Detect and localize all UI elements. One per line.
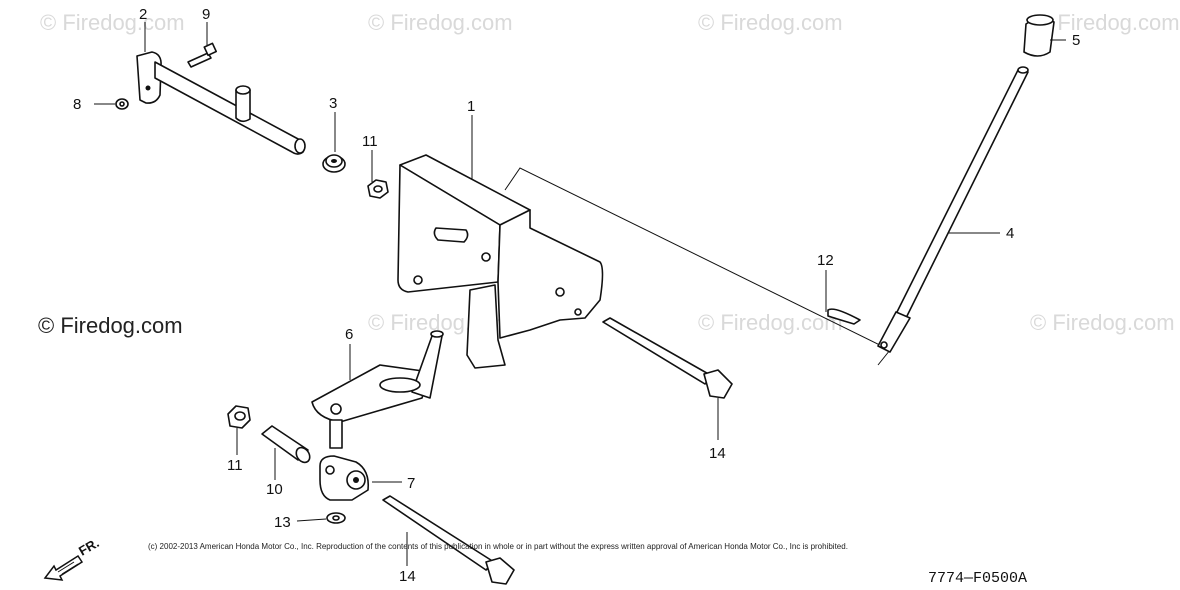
part-13-washer xyxy=(326,512,346,524)
watermark: © Firedog.com xyxy=(40,10,185,35)
callout-7: 7 xyxy=(407,475,415,492)
callout-5: 5 xyxy=(1072,32,1080,49)
callout-14-lower: 14 xyxy=(399,568,416,585)
part-14-bolt-lower xyxy=(382,495,515,585)
watermark: © Firedog.com xyxy=(698,10,843,35)
part-9-bolt xyxy=(187,42,218,68)
direction-label: FR. xyxy=(76,535,102,558)
part-8-washer xyxy=(115,98,129,110)
part-14-bolt-right xyxy=(602,317,733,399)
callout-11-upper: 11 xyxy=(362,133,378,150)
callout-11-lower: 11 xyxy=(227,457,243,474)
callout-4: 4 xyxy=(1006,225,1014,242)
callout-13: 13 xyxy=(274,514,291,531)
callout-8: 8 xyxy=(73,96,81,113)
watermark: © Firedog.com xyxy=(1035,10,1180,35)
callout-3: 3 xyxy=(329,95,337,112)
assembly-line xyxy=(504,167,891,366)
front-direction-arrow: FR. xyxy=(43,535,102,581)
diagram-code: 7774—F0500A xyxy=(928,570,1027,587)
callout-9: 9 xyxy=(202,6,210,23)
part-6-lever-plate xyxy=(311,330,444,449)
copyright-notice: (c) 2002-2013 American Honda Motor Co., … xyxy=(148,542,848,551)
watermark: © Firedog.com xyxy=(368,10,513,35)
part-4-shift-lever xyxy=(877,66,1029,353)
part-2-shift-shaft xyxy=(136,51,306,155)
leader-lines xyxy=(94,22,1066,566)
part-10-collar xyxy=(261,425,311,464)
callout-2: 2 xyxy=(139,6,147,23)
part-11-nut-lower xyxy=(227,405,251,429)
callout-14-right: 14 xyxy=(709,445,726,462)
part-5-knob xyxy=(1023,14,1055,57)
part-1-bracket xyxy=(397,154,604,369)
part-7-joint xyxy=(319,455,370,501)
callout-6: 6 xyxy=(345,326,353,343)
watermark-main: © Firedog.com xyxy=(38,313,183,338)
callout-12: 12 xyxy=(817,252,834,269)
watermark: © Firedog.com xyxy=(1030,310,1175,335)
callout-1: 1 xyxy=(467,98,475,115)
watermark: © Firedog.com xyxy=(698,310,843,335)
part-11-nut-upper xyxy=(367,179,389,199)
callout-10: 10 xyxy=(266,481,283,498)
part-3-bushing xyxy=(322,154,346,173)
part-12-pin xyxy=(827,308,861,325)
